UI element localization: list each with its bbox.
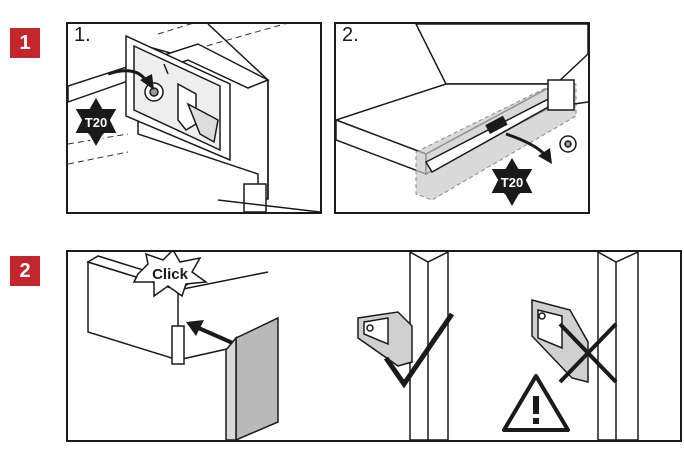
panel-2-attach-front: Click xyxy=(66,250,682,442)
panel-1b-attach-rail: 2. T20 xyxy=(334,22,590,214)
t20-torx-icon: T20 xyxy=(488,154,536,211)
panel-1a-unscrew-bracket: 1. xyxy=(66,22,322,214)
t20-torx-icon: T20 xyxy=(72,94,120,151)
panel-1b-number: 2. xyxy=(342,24,359,46)
wrong-install xyxy=(531,252,639,440)
step-1-badge: 1 xyxy=(10,28,40,58)
panel-1a-illustration: T20 xyxy=(68,24,320,212)
check-icon xyxy=(383,312,455,389)
click-burst: Click xyxy=(132,252,209,298)
click-label: Click xyxy=(152,266,189,283)
drawer-front xyxy=(225,316,279,440)
cross-icon xyxy=(558,322,618,384)
t20-label-b: T20 xyxy=(501,175,523,190)
panel-2-illustration: Click xyxy=(86,252,639,440)
panel-1b-illustration: T20 xyxy=(336,24,588,211)
t20-label-a: T20 xyxy=(85,115,107,130)
bracket-plate xyxy=(125,34,231,162)
step-2-badge: 2 xyxy=(10,256,40,286)
panel-1a-number: 1. xyxy=(74,24,91,46)
warning-triangle-icon xyxy=(502,374,570,432)
correct-install xyxy=(357,252,449,440)
